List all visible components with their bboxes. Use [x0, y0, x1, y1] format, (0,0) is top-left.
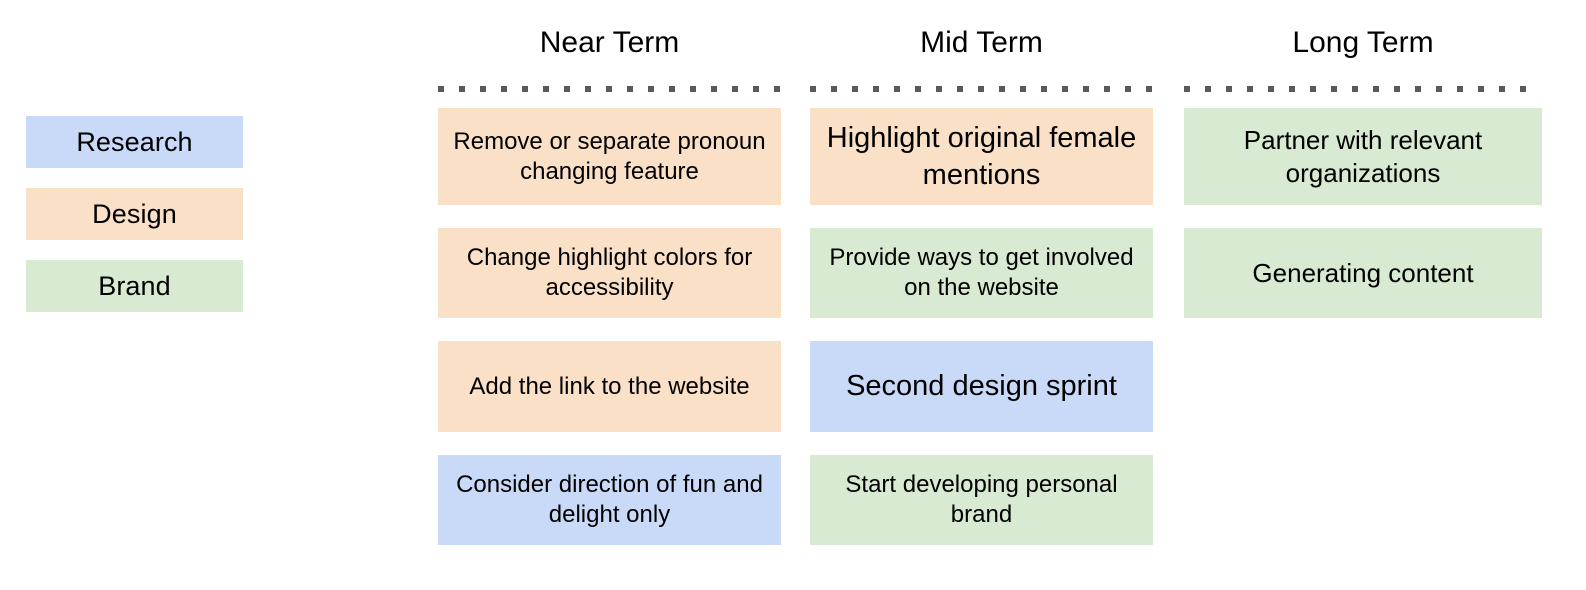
- card[interactable]: Consider direction of fun and delight on…: [438, 455, 781, 545]
- column-header-long-term: Long Term: [1292, 26, 1434, 59]
- card[interactable]: Remove or separate pronoun changing feat…: [438, 108, 781, 205]
- card[interactable]: Start developing personal brand: [810, 455, 1153, 545]
- card-text: Add the link to the website: [469, 372, 750, 400]
- card[interactable]: Second design sprint: [810, 341, 1153, 432]
- legend-item-brand[interactable]: Brand: [26, 260, 243, 312]
- legend-item-design[interactable]: Design: [26, 188, 243, 240]
- column-divider-long-term: [1184, 86, 1532, 92]
- card-text: Consider direction of fun and delight on…: [456, 471, 763, 528]
- card[interactable]: Provide ways to get involved on the webs…: [810, 228, 1153, 318]
- card[interactable]: Change highlight colors for accessibilit…: [438, 228, 781, 318]
- card-text: Provide ways to get involved on the webs…: [829, 244, 1134, 301]
- card-text: Start developing personal brand: [845, 471, 1118, 528]
- column-divider-near-term: [438, 86, 781, 92]
- legend-item-research[interactable]: Research: [26, 116, 243, 168]
- legend-item-label: Design: [92, 198, 177, 229]
- card-text: Second design sprint: [846, 370, 1117, 402]
- card-text: Generating content: [1252, 257, 1474, 288]
- card[interactable]: Generating content: [1184, 228, 1542, 318]
- column-divider-mid-term: [810, 86, 1153, 92]
- card-text: Partner with relevant organizations: [1243, 124, 1483, 188]
- card[interactable]: Partner with relevant organizations: [1184, 108, 1542, 205]
- card-text: Change highlight colors for accessibilit…: [466, 244, 753, 301]
- card[interactable]: Highlight original female mentions: [810, 108, 1153, 205]
- card-text: Remove or separate pronoun changing feat…: [453, 127, 766, 185]
- card-text: Highlight original female mentions: [826, 121, 1137, 191]
- legend-item-label: Brand: [98, 270, 171, 301]
- card[interactable]: Add the link to the website: [438, 341, 781, 432]
- card-list-near-term: Remove or separate pronoun changing feat…: [438, 108, 781, 568]
- column-header-near-term: Near Term: [539, 26, 680, 59]
- legend-item-label: Research: [76, 126, 193, 157]
- column-header-mid-term: Mid Term: [920, 26, 1043, 59]
